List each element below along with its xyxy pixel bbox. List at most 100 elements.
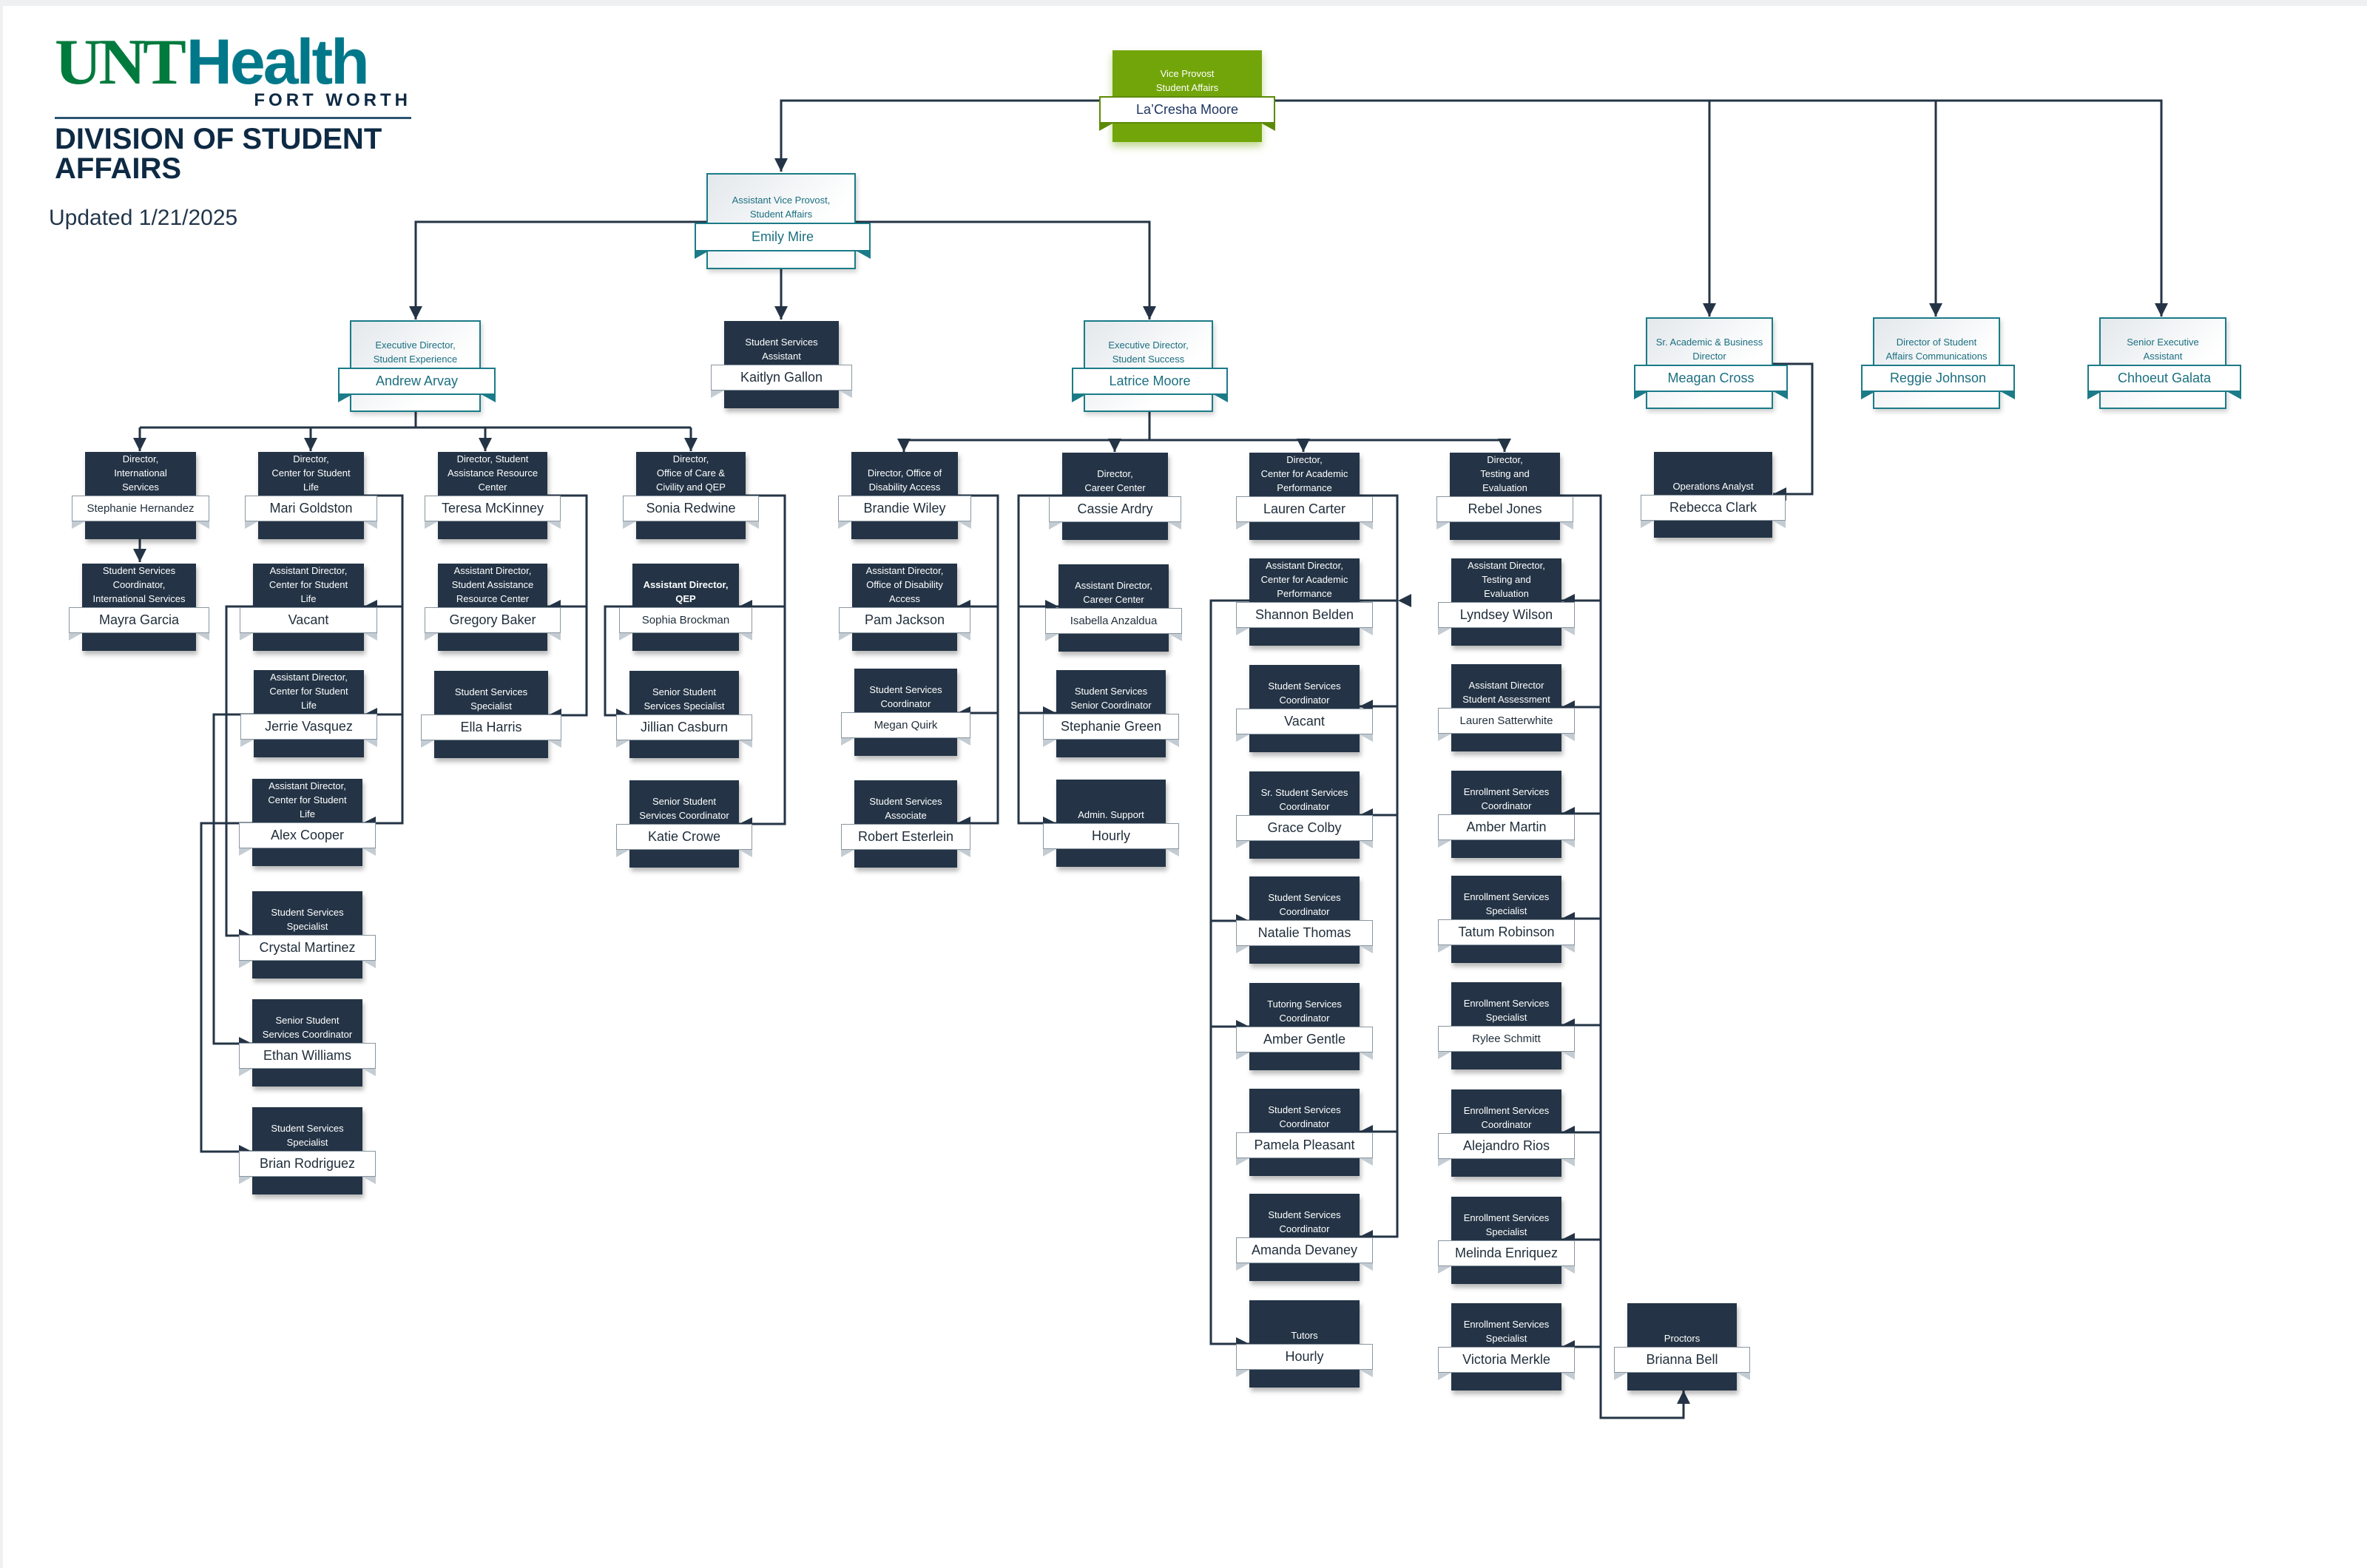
org-card-asst-director-oda[interactable]: Assistant Director, Office of Disability… [839,564,970,651]
org-card-asst-director-cap[interactable]: Assistant Director, Center for Academic … [1236,558,1373,646]
ribbon-fold-decoration [1438,1052,1451,1059]
org-card-asst-director-sarc[interactable]: Assistant Director, Student Assistance R… [425,564,561,651]
person-name: Jillian Casburn [616,714,752,740]
ribbon-fold-decoration [1045,634,1058,641]
ribbon-fold-decoration [1236,946,1249,953]
ribbon-fold-decoration [1775,392,1788,399]
person-name: Gregory Baker [425,607,561,633]
ribbon-fold-decoration [1360,1052,1373,1060]
person-name: Melinda Enriquez [1438,1240,1575,1266]
person-name: Hourly [1236,1344,1373,1370]
person-name: Mayra Garcia [69,607,209,633]
org-card-asst-director-csl[interactable]: Assistant Director, Center for Student L… [240,564,377,651]
position-title-text: Tutoring Services Coordinator [1267,998,1342,1024]
ribbon-fold-decoration [841,850,854,857]
org-card-director-care-civility[interactable]: Director, Office of Care & Civility and … [623,452,759,539]
position-title: Assistant Director, Career Center [1058,564,1169,608]
position-title: Director, Center for Academic Performanc… [1249,453,1360,496]
person-name: Pam Jackson [839,607,970,633]
position-title-text: Director, Office of Disability Access [867,467,942,493]
position-title-text: Student Services Coordinator [1268,1104,1341,1129]
position-title-text: Director, Testing and Evaluation [1480,454,1530,493]
person-name: Lyndsey Wilson [1438,602,1575,628]
org-card-asst-director-csl[interactable]: Assistant Director, Center for Student L… [240,670,377,757]
ribbon-fold-decoration [1166,849,1179,856]
position-title-text: Student Services Associate [869,796,942,821]
ribbon-fold-decoration [362,961,376,968]
ribbon-fold-decoration [1236,1370,1249,1377]
ribbon-fold-decoration [616,740,629,748]
ribbon-fold-decoration [957,738,970,746]
position-title: Student Services Coordinator [1249,1089,1360,1132]
person-name: Kaitlyn Gallon [711,365,852,391]
org-card-director-cap[interactable]: Director, Center for Academic Performanc… [1236,453,1373,540]
position-title: Tutoring Services Coordinator [1249,983,1360,1027]
position-title-text: Assistant Director, Student Assistance R… [451,565,534,604]
person-name: Isabella Anzaldua [1045,608,1182,634]
ribbon-fold-decoration [1634,392,1647,399]
ribbon-fold-decoration [711,391,724,398]
person-name: Vacant [240,607,377,633]
ribbon-fold-decoration [1438,1266,1451,1274]
position-title-text: Student Services Coordinator, Internatio… [92,565,186,604]
ribbon-fold-decoration [957,633,970,641]
ribbon-fold-decoration [839,633,852,641]
ribbon-fold-decoration [1049,522,1062,530]
logo-health-text: Health [186,27,370,98]
person-name: Rebel Jones [1436,496,1573,522]
org-card-coordinator-international[interactable]: Student Services Coordinator, Internatio… [69,564,209,651]
position-title-text: Assistant Director, Center for Student L… [268,780,347,820]
ribbon-fold-decoration [2002,392,2015,399]
org-card-director-sarc[interactable]: Director, Student Assistance Resource Ce… [425,452,561,539]
org-card-asst-director-csl[interactable]: Assistant Director, Center for Student L… [239,779,376,866]
ribbon-fold-decoration [364,521,377,529]
position-title-text: Sr. Student Services Coordinator [1260,787,1348,812]
updated-date: Updated 1/21/2025 [49,206,238,230]
org-card-director-communications[interactable]: Director of Student Affairs Communicatio… [1861,317,2015,409]
ribbon-fold-decoration [1043,849,1056,856]
person-name: Reggie Johnson [1861,365,2015,392]
position-title: Director of Student Affairs Communicatio… [1874,319,1999,365]
org-card-asst-director-testing[interactable]: Assistant Director, Testing and Evaluati… [1438,558,1575,646]
